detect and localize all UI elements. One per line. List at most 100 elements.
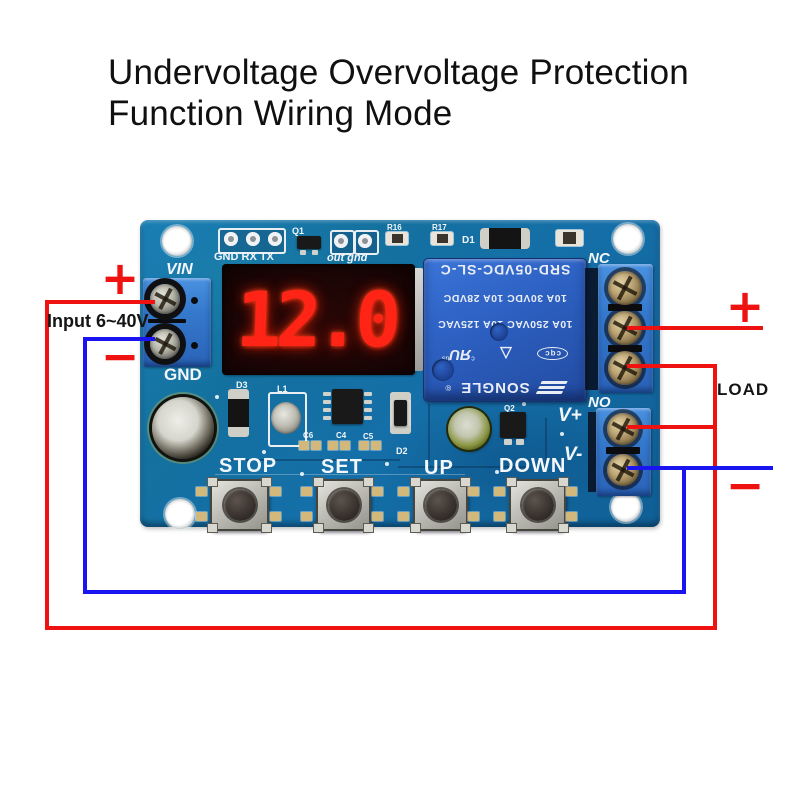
via-dot — [495, 470, 499, 474]
vin-screw — [150, 284, 180, 314]
c6-label: C6 — [303, 431, 314, 440]
out-gnd-label: out gnd — [327, 252, 368, 264]
up-button[interactable] — [410, 477, 471, 533]
c5-pad — [359, 441, 369, 450]
button-pad — [468, 512, 479, 521]
button-pad — [270, 487, 281, 496]
button-pad — [398, 487, 409, 496]
relay-dimple — [490, 323, 508, 341]
pcb-trace — [428, 404, 430, 462]
seven-segment-display: 12.0 — [222, 264, 424, 375]
cqc-logo: cqc — [537, 347, 568, 361]
serial-pad-gnd — [224, 232, 238, 246]
l1-label: L1 — [277, 384, 288, 394]
serial-pad-rx — [246, 232, 260, 246]
triangle-logo: △ — [500, 344, 512, 362]
mounting-hole-bottom-right — [611, 492, 641, 522]
ic-pin — [323, 400, 331, 404]
q2-label: Q2 — [504, 404, 515, 413]
minus-symbol-input: − — [100, 329, 140, 383]
wire-red-bottom — [45, 626, 717, 630]
wire-red-nc-bottom-stub — [627, 364, 717, 368]
smd-component — [556, 230, 583, 246]
wire-red-left-vertical — [45, 300, 49, 630]
button-pad — [494, 487, 505, 496]
up-button-label: UP — [424, 457, 454, 479]
relay-brand: SONGLE — [460, 379, 530, 396]
via-dot — [560, 432, 564, 436]
r17-resistor — [431, 232, 453, 245]
pcb-trace — [230, 459, 400, 461]
c4-label: C4 — [336, 431, 347, 440]
display-value: 12.0 — [234, 275, 397, 364]
q1-transistor — [297, 236, 321, 249]
v-plus-label: V+ — [558, 405, 582, 426]
terminal-slot — [608, 345, 642, 352]
r16-label: R16 — [387, 223, 402, 232]
terminal-shadow — [588, 412, 598, 492]
relay: SONGLE ® cqc △ cЯUus 10A 250VAC 10A 125V… — [423, 258, 587, 402]
set-button[interactable] — [313, 477, 374, 533]
plus-symbol-input: + — [100, 251, 140, 305]
terminal-slot — [148, 319, 186, 323]
solder-dot — [191, 342, 198, 349]
terminal-slot — [608, 304, 642, 311]
relay-rating-dc: 10A 30VDC 10A 28VDC — [443, 292, 567, 305]
wire-blue-bottom — [83, 590, 686, 594]
wire-red-right-vertical — [713, 364, 717, 630]
via-dot — [300, 472, 304, 476]
ic-pin — [364, 416, 372, 420]
button-pad — [301, 512, 312, 521]
v-plus-screw — [607, 413, 639, 445]
button-pad — [398, 512, 409, 521]
l1-inductor — [271, 402, 301, 434]
serial-header-label: GND RX TX — [214, 251, 274, 263]
c6-pad — [311, 441, 321, 450]
q2-pin — [504, 439, 512, 445]
c4-pad — [328, 441, 338, 450]
button-pad — [372, 487, 383, 496]
button-pad — [494, 512, 505, 521]
electrolytic-capacitor — [152, 397, 214, 459]
button-pad — [301, 487, 312, 496]
title-line-2: Function Wiring Mode — [108, 94, 453, 133]
ic-pin — [364, 408, 372, 412]
q1-pin — [312, 250, 318, 255]
wire-blue-input-top — [83, 337, 155, 341]
relay-model: SRD-05VDC-SL-C — [439, 262, 571, 278]
c5-label: C5 — [363, 432, 374, 441]
serial-pad-tx — [268, 232, 282, 246]
q1-pin — [300, 250, 306, 255]
plus-symbol-load: + — [725, 279, 765, 333]
d2-label: D2 — [396, 446, 408, 456]
via-dot — [215, 395, 219, 399]
mounting-hole-top-left — [162, 226, 192, 256]
load-label: LOAD — [717, 380, 770, 399]
page-title: Undervoltage Overvoltage Protection Func… — [108, 52, 728, 134]
d2-diode-core — [394, 400, 407, 426]
soic8-ic — [332, 389, 363, 424]
minus-symbol-load: − — [725, 458, 765, 512]
wire-blue-left-vertical — [83, 337, 87, 594]
gnd-label: GND — [164, 365, 202, 384]
stop-button[interactable] — [207, 477, 272, 533]
d3-diode — [228, 389, 249, 437]
registered-mark: ® — [445, 383, 452, 392]
wire-blue-right-vertical — [682, 467, 686, 594]
relay-dimple — [432, 359, 454, 381]
relay-brand-row: SONGLE ® — [428, 377, 582, 396]
vin-label: VIN — [166, 261, 193, 278]
mounting-hole-bottom-left — [165, 499, 195, 529]
wire-blue-vminus-stub — [627, 466, 773, 470]
button-pad — [566, 512, 577, 521]
wire-red-nc-plus-stub — [627, 326, 763, 330]
button-pad — [270, 512, 281, 521]
down-button[interactable] — [506, 477, 569, 533]
ul-c: c — [471, 354, 475, 362]
ic-pin — [323, 408, 331, 412]
via-dot — [385, 462, 389, 466]
via-dot — [262, 450, 266, 454]
c5-pad — [371, 441, 381, 450]
nc-screw-1 — [608, 271, 642, 305]
